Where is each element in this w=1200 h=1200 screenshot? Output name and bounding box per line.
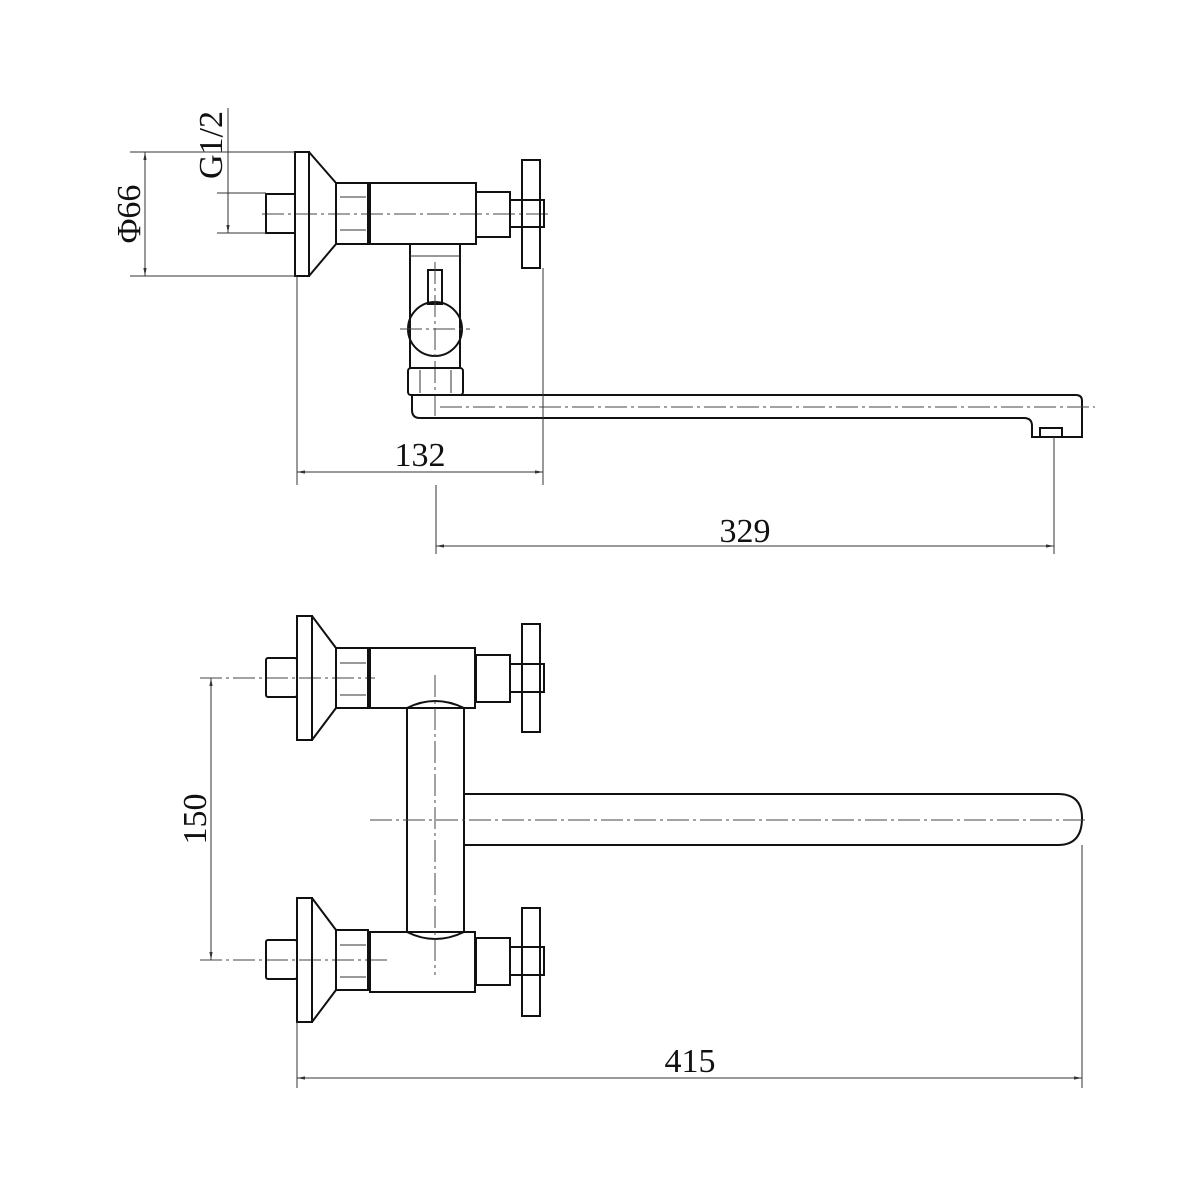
cross-handle[interactable]	[521, 159, 541, 269]
dim-flange-diameter: Φ66	[111, 185, 148, 244]
spout	[411, 394, 1083, 438]
spout-top	[464, 793, 1084, 846]
dim-thread: G1/2	[193, 111, 230, 179]
aerator	[1039, 427, 1063, 438]
wall-flange	[294, 151, 310, 277]
dim-center-distance: 150	[177, 794, 214, 845]
dim-spout-reach: 329	[720, 513, 771, 550]
front-view: 150 415	[177, 615, 1085, 1088]
bottom-valve	[200, 897, 545, 1023]
cross-handle-bottom[interactable]	[521, 907, 541, 1017]
dim-depth: 132	[395, 437, 446, 474]
swivel-nut	[407, 367, 464, 396]
cross-handle-top[interactable]	[521, 623, 541, 733]
top-valve	[200, 615, 545, 741]
hex-nut	[335, 182, 369, 245]
side-view: Φ66 G1/2 132 329	[111, 108, 1095, 554]
vertical-body	[406, 700, 465, 940]
dim-overall-length: 415	[665, 1043, 716, 1080]
